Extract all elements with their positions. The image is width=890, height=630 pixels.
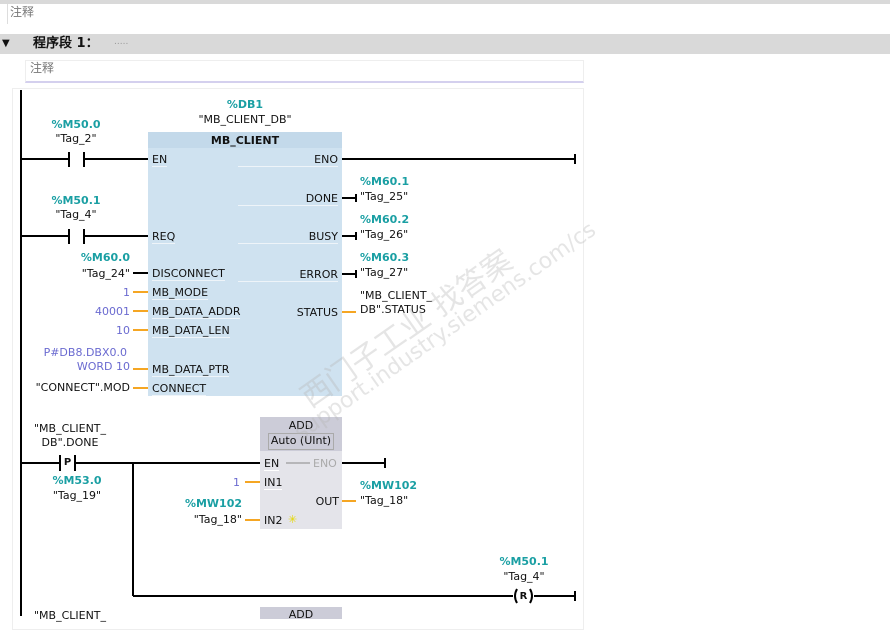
mb-data-addr-value[interactable]: 40001 — [95, 305, 130, 318]
error-tag[interactable]: "Tag_27" — [360, 266, 409, 279]
req-contact[interactable] — [66, 227, 88, 245]
status-tag-line1[interactable]: "MB_CLIENT_ — [360, 289, 433, 302]
busy-tag[interactable]: "Tag_26" — [360, 228, 409, 241]
connect-value[interactable]: "CONNECT".MOD — [35, 381, 130, 394]
pin-mb-data-len: MB_DATA_LEN — [152, 324, 230, 338]
add-type[interactable]: Auto (UInt) — [270, 434, 332, 447]
instance-db-address: %DB1 — [226, 98, 264, 111]
mb-data-ptr-value-2[interactable]: WORD 10 — [76, 360, 130, 373]
add-input-star-icon[interactable]: ✳ — [288, 513, 298, 526]
add-pin-in1: IN1 — [264, 476, 283, 490]
pin-error: ERROR — [238, 268, 338, 282]
add-out-address: %MW102 — [360, 479, 418, 492]
req-contact-tag[interactable]: "Tag_4" — [55, 208, 97, 221]
mb-data-ptr-value-1[interactable]: P#DB8.DBX0.0 — [43, 346, 127, 359]
add-pin-en: EN — [264, 457, 280, 471]
top-strip — [0, 0, 890, 4]
p-edge-tag[interactable]: "Tag_19" — [52, 489, 102, 502]
p-contact-tag-line2[interactable]: DB".DONE — [41, 436, 99, 449]
top-comment-box[interactable] — [7, 4, 553, 24]
instance-db-name[interactable]: "MB_CLIENT_DB" — [198, 113, 292, 126]
network-number: 1： — [76, 36, 99, 51]
busy-address: %M60.2 — [360, 213, 410, 226]
pin-status: STATUS — [296, 306, 338, 319]
p-contact-tag-line1[interactable]: "MB_CLIENT_ — [33, 422, 107, 435]
network-comment-box[interactable] — [25, 60, 584, 83]
pin-busy: BUSY — [238, 230, 338, 244]
pin-mb-mode: MB_MODE — [152, 286, 209, 300]
pin-connect: CONNECT — [152, 382, 207, 396]
network-label: 程序段 — [33, 36, 73, 51]
disconnect-tag[interactable]: "Tag_24" — [81, 267, 130, 280]
pin-req: REQ — [152, 230, 176, 244]
reset-coil-tag[interactable]: "Tag_4" — [503, 570, 545, 583]
mb-client-header — [148, 132, 342, 148]
add-pin-in2: IN2 — [264, 514, 283, 527]
add-pin-out: OUT — [315, 495, 339, 508]
add-out-tag[interactable]: "Tag_18" — [360, 494, 409, 507]
error-address: %M60.3 — [360, 251, 410, 264]
pin-done: DONE — [238, 192, 338, 206]
p-edge-address: %M53.0 — [52, 474, 102, 487]
network-header[interactable] — [0, 34, 890, 54]
done-address: %M60.1 — [360, 175, 410, 188]
pin-disconnect: DISCONNECT — [152, 267, 225, 281]
pin-mb-data-addr: MB_DATA_ADDR — [152, 305, 241, 319]
en-contact-tag[interactable]: "Tag_2" — [55, 132, 97, 145]
disconnect-address: %M60.0 — [80, 251, 130, 264]
network-comment[interactable]: 注释 — [30, 61, 55, 75]
mb-data-len-value[interactable]: 10 — [116, 324, 130, 337]
add-in2-address: %MW102 — [184, 497, 242, 510]
add-in1-value[interactable]: 1 — [233, 476, 240, 489]
pin-mb-data-ptr: MB_DATA_PTR — [152, 363, 230, 377]
status-tag-line2[interactable]: DB".STATUS — [360, 303, 426, 316]
network-title: 程序段 1： — [33, 37, 99, 50]
add-in2-tag[interactable]: "Tag_18" — [193, 513, 242, 526]
p-contact[interactable]: P — [63, 457, 72, 468]
add-title: ADD — [288, 419, 314, 432]
top-comment[interactable]: 注释 — [10, 5, 35, 19]
ladder-wires — [20, 90, 576, 616]
req-contact-address: %M50.1 — [51, 194, 101, 207]
pin-en: EN — [152, 153, 168, 167]
add-pin-eno: ENO — [313, 457, 337, 470]
reset-coil[interactable]: R — [519, 591, 528, 602]
add-block-header — [260, 417, 342, 451]
collapse-triangle-icon[interactable]: ▼ — [2, 38, 10, 49]
network-title-placeholder[interactable]: ..... — [114, 37, 129, 47]
done-tag[interactable]: "Tag_25" — [360, 190, 409, 203]
mb-client-title: MB_CLIENT — [210, 134, 280, 147]
reset-coil-address: %M50.1 — [499, 555, 549, 568]
en-contact-address: %M50.0 — [51, 118, 101, 131]
mb-mode-value[interactable]: 1 — [123, 286, 130, 299]
next-add-title: ADD — [288, 608, 314, 621]
mb-client-block[interactable] — [148, 132, 342, 396]
add-type-selector[interactable] — [268, 433, 334, 450]
en-contact[interactable] — [66, 150, 88, 168]
pin-eno: ENO — [238, 153, 338, 167]
